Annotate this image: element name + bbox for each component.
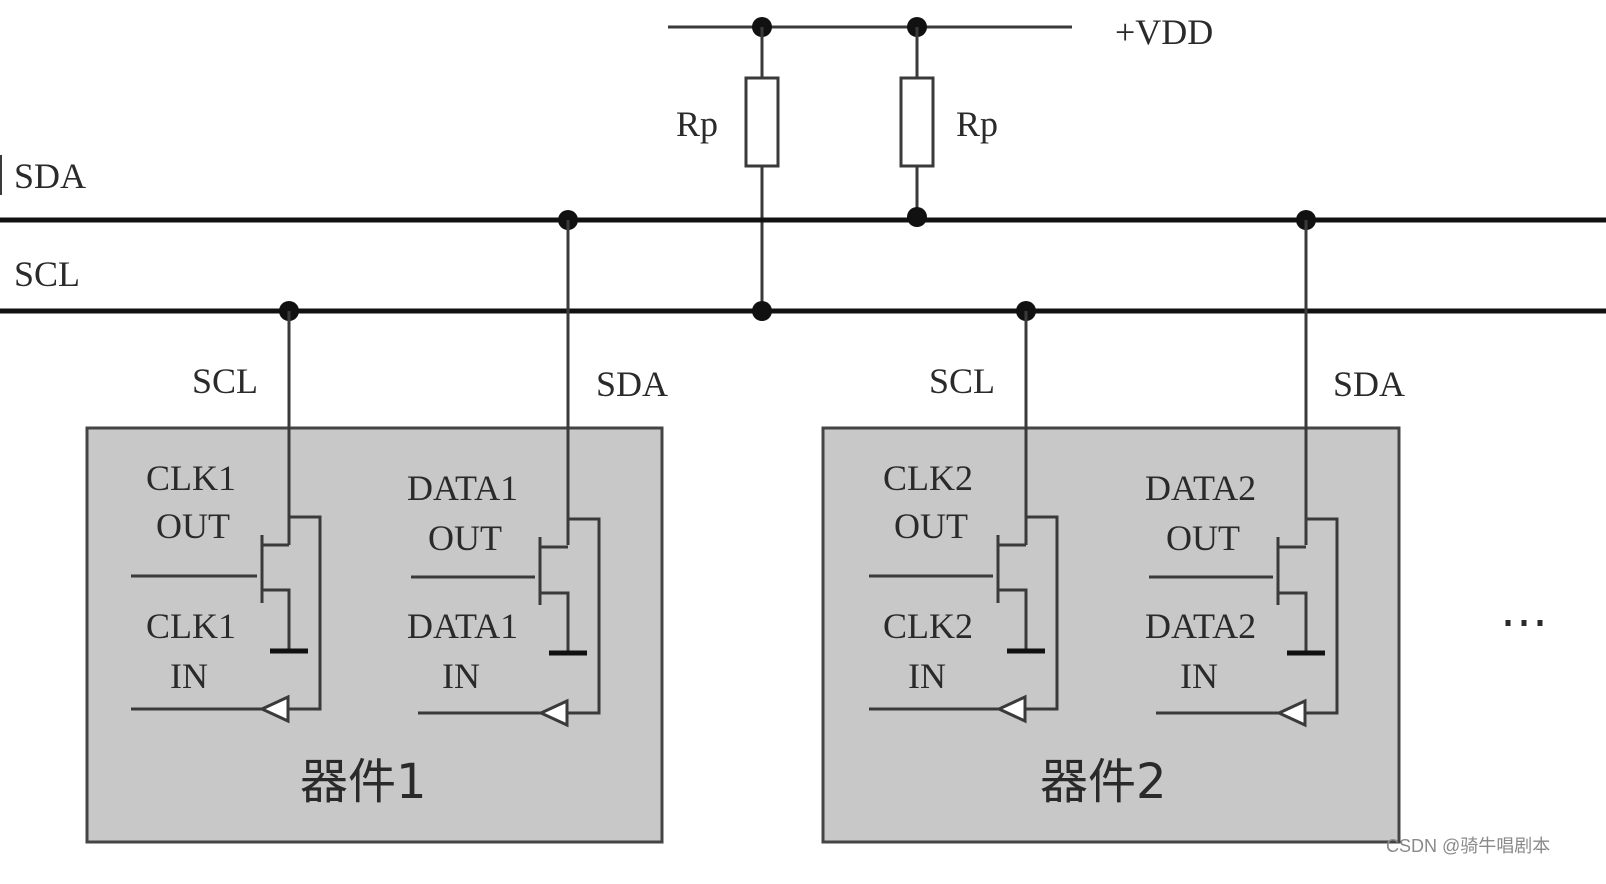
dev1-clk-out-label-2: OUT xyxy=(156,506,230,546)
sda-bus-label: SDA xyxy=(14,156,86,196)
dev2-clk-out-label-2: OUT xyxy=(894,506,968,546)
dev2-clk-in-label-1: CLK2 xyxy=(883,606,973,646)
dev1-clk-in-buffer xyxy=(258,694,290,724)
scl-bus-label: SCL xyxy=(14,254,80,294)
dev1-data-out-label-1: DATA1 xyxy=(407,468,518,508)
pullup-resistor-2 xyxy=(899,76,935,168)
dev2-clk-out-label-1: CLK2 xyxy=(883,458,973,498)
dev2-clk-source xyxy=(998,588,1028,651)
dev1-data-feedback xyxy=(567,517,601,715)
device-2-sda-pin-label: SDA xyxy=(1333,364,1405,404)
dev1-clk-in-label-2: IN xyxy=(170,656,208,696)
continuation-ellipsis: … xyxy=(1500,582,1548,638)
vdd-label: +VDD xyxy=(1115,12,1213,52)
resistor-2-label: Rp xyxy=(956,104,998,144)
dev2-data-out-label-2: OUT xyxy=(1166,518,1240,558)
device-1-name: 器件1 xyxy=(300,754,427,810)
dev1-clk-feedback xyxy=(288,515,322,711)
dev2-clk-in-label-2: IN xyxy=(908,656,946,696)
device-1-sda-pin-label: SDA xyxy=(596,364,668,404)
watermark: CSDN @骑牛唱剧本 xyxy=(1386,836,1550,856)
dev1-clk-in-label-1: CLK1 xyxy=(146,606,236,646)
device-2-name: 器件2 xyxy=(1040,754,1167,810)
resistor-1-label: Rp xyxy=(676,104,718,144)
dev1-data-in-buffer xyxy=(537,698,569,728)
dev2-data-out-label-1: DATA2 xyxy=(1145,468,1256,508)
scl-pullup-junction xyxy=(752,301,772,321)
device-2-scl-pin-label: SCL xyxy=(929,361,995,401)
dev2-data-in-label-2: IN xyxy=(1180,656,1218,696)
dev1-clk-source xyxy=(262,588,291,651)
dev2-data-source xyxy=(1278,591,1308,653)
dev2-data-in-buffer xyxy=(1275,698,1307,728)
device-2: SCL SDA CLK2 OUT CLK2 IN DATA2 OUT DATA2… xyxy=(821,220,1405,844)
device-1-box xyxy=(85,426,664,844)
dev1-data-in-label-2: IN xyxy=(442,656,480,696)
dev2-data-feedback xyxy=(1305,517,1339,715)
sda-pullup-junction xyxy=(907,207,927,227)
dev1-data-in-label-1: DATA1 xyxy=(407,606,518,646)
dev1-clk-out-label-1: CLK1 xyxy=(146,458,236,498)
pullup-resistor-1 xyxy=(744,76,780,168)
device-2-box xyxy=(821,426,1401,844)
dev1-data-out-label-2: OUT xyxy=(428,518,502,558)
dev2-clk-in-buffer xyxy=(995,694,1027,724)
dev2-data-in-label-1: DATA2 xyxy=(1145,606,1256,646)
device-1-scl-pin-label: SCL xyxy=(192,361,258,401)
dev1-data-source xyxy=(540,591,570,653)
dev2-clk-feedback xyxy=(1025,515,1059,711)
device-1: SCL SDA CLK1 OUT CLK1 IN DATA1 OUT DATA1… xyxy=(85,220,668,844)
